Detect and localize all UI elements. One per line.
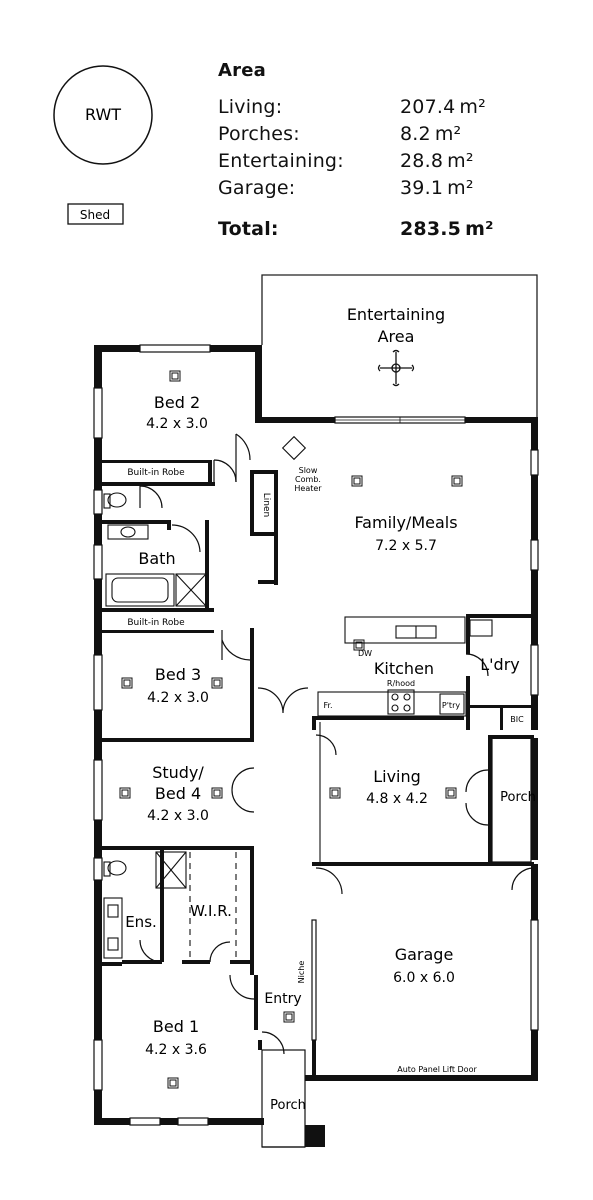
garage-dim: 6.0 x 6.0: [393, 970, 455, 986]
bed1-dim: 4.2 x 3.6: [145, 1042, 207, 1058]
shed-label: Shed: [80, 208, 110, 222]
kitchen-island: [344, 616, 466, 644]
study-dim: 4.2 x 3.0: [147, 808, 209, 824]
study-name-2: Bed 4: [155, 784, 201, 803]
bed3-name: Bed 3: [155, 665, 201, 684]
study-name-1: Study/: [152, 763, 204, 782]
family-dim: 7.2 x 5.7: [375, 538, 437, 554]
fridge-label: Fr.: [323, 701, 332, 710]
entertaining-label-2: Area: [378, 327, 415, 346]
front-porch: [261, 1049, 306, 1148]
cooktop-icon: [387, 689, 415, 715]
area-label-total: Total:: [218, 218, 279, 240]
heater-icon: [281, 435, 307, 461]
light-fittings: [119, 370, 463, 1089]
dw-label: DW: [358, 649, 372, 658]
heater-label-2: Comb.: [295, 475, 321, 484]
linen-label: Linen: [261, 493, 271, 517]
heater-label-3: Heater: [294, 484, 322, 493]
laundry-name: L'dry: [480, 655, 520, 674]
rwt-label: RWT: [85, 105, 121, 124]
living-name: Living: [373, 767, 421, 786]
entertaining-label-1: Entertaining: [347, 305, 445, 324]
porch-front-label: Porch: [270, 1098, 306, 1113]
bed2-name: Bed 2: [154, 393, 200, 412]
area-value-total: 283.5 m²: [400, 218, 494, 240]
entry-label: Entry: [264, 991, 301, 1007]
robe-top-label: Built-in Robe: [127, 468, 185, 478]
area-label-garage: Garage:: [218, 177, 296, 199]
rhood-label: R/hood: [387, 679, 415, 688]
bed1-name: Bed 1: [153, 1017, 199, 1036]
robe-mid-label: Built-in Robe: [127, 618, 185, 628]
bathtub-icon: [105, 573, 175, 607]
side-porch: [491, 737, 532, 863]
heater-label-1: Slow: [299, 466, 318, 475]
wir-label: W.I.R.: [190, 902, 232, 920]
garage-door-label: Auto Panel Lift Door: [397, 1065, 477, 1074]
bath-label: Bath: [138, 549, 175, 568]
entertaining-area: [261, 274, 538, 420]
pantry-label: P'try: [442, 701, 460, 710]
rwt-tank: [53, 65, 153, 165]
area-label-porches: Porches:: [218, 123, 300, 145]
ceiling-fan-icon: [377, 349, 415, 387]
family-name: Family/Meals: [354, 513, 457, 532]
bic-label: BIC: [510, 715, 524, 724]
shed: [67, 203, 124, 225]
basin-icon: [120, 526, 136, 538]
porch-side-label: Porch: [500, 790, 536, 805]
ens-label: Ens.: [125, 913, 157, 931]
living-dim: 4.8 x 4.2: [366, 791, 428, 807]
bed3-dim: 4.2 x 3.0: [147, 690, 209, 706]
niche-label: Niche: [297, 961, 306, 984]
area-value-entertaining: 28.8 m²: [400, 150, 474, 172]
area-label-entertaining: Entertaining:: [218, 150, 344, 172]
area-value-porches: 8.2 m²: [400, 123, 462, 145]
garage-name: Garage: [395, 945, 454, 964]
area-value-garage: 39.1 m²: [400, 177, 474, 199]
toilet-icon: [107, 492, 127, 508]
door-swings: [139, 433, 535, 1055]
area-title: Area: [218, 60, 266, 81]
area-value-living: 207.4 m²: [400, 96, 486, 118]
kitchen-name: Kitchen: [374, 659, 434, 678]
shower-icon: [175, 573, 207, 607]
fixtures: [103, 435, 493, 959]
bed2-dim: 4.2 x 3.0: [146, 416, 208, 432]
area-label-living: Living:: [218, 96, 283, 118]
